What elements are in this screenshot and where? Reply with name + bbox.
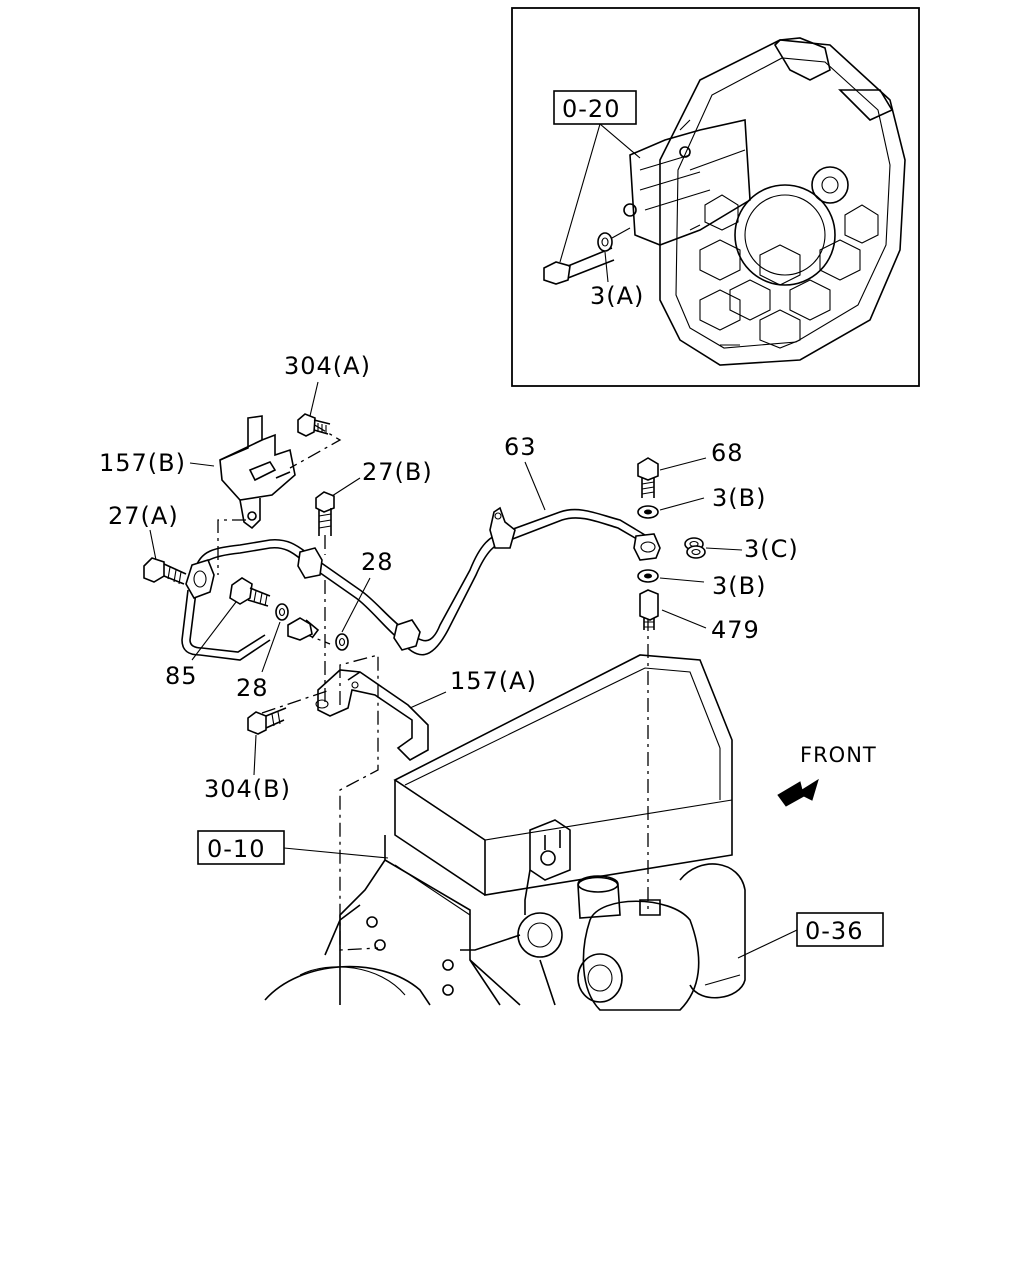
washer-3c — [684, 537, 706, 559]
union-fitting — [287, 617, 320, 641]
label-68: 68 — [711, 439, 744, 467]
bolt-3a-washer — [543, 227, 631, 285]
label-304a: 304(A) — [284, 352, 371, 380]
engine-block — [264, 835, 556, 1006]
washer-3b-bottom — [637, 569, 659, 583]
bolt-304a — [297, 413, 331, 437]
ref-0-10-callout: 0-10 — [197, 830, 389, 865]
label-28-upper: 28 — [361, 548, 394, 576]
label-157a: 157(A) — [450, 667, 537, 695]
washer-28-upper — [335, 633, 349, 651]
ref-0-10-box — [197, 830, 285, 865]
union-85 — [229, 577, 271, 607]
label-63: 63 — [504, 433, 537, 461]
inset-frame — [511, 7, 920, 387]
label-3b-bottom: 3(B) — [712, 572, 766, 600]
ref-0-36-box — [796, 912, 884, 947]
oil-pipe-63 — [181, 506, 661, 661]
bolt-304b — [247, 707, 287, 735]
flywheel-housing — [623, 37, 906, 366]
bolt-27a — [143, 557, 187, 585]
washer-3b-top — [637, 505, 659, 519]
label-157b: 157(B) — [99, 449, 186, 477]
front-label: FRONT — [800, 743, 877, 767]
ref-0-10-label: 0-10 — [207, 835, 265, 863]
label-3b-top: 3(B) — [712, 484, 766, 512]
bracket-157b — [219, 415, 296, 530]
leader-lines — [149, 381, 743, 776]
rocker-cover — [393, 654, 733, 896]
label-27b: 27(B) — [362, 458, 433, 486]
bracket-157a — [315, 669, 429, 761]
inset-detail: 0-20 3(A) — [511, 7, 920, 387]
ref-0-20-label: 0-20 — [562, 95, 620, 123]
ref-0-36-callout: 0-36 — [737, 912, 884, 959]
label-3c: 3(C) — [744, 535, 799, 563]
engine-assembly: 0-10 0-36 FRONT — [197, 654, 884, 1011]
bolt-68 — [637, 457, 659, 498]
washer-28-lower — [275, 603, 289, 621]
front-indicator: FRONT — [777, 743, 877, 807]
label-304b: 304(B) — [204, 775, 291, 803]
assembly-centerlines — [217, 423, 649, 951]
label-3a: 3(A) — [590, 282, 644, 310]
label-28-lower: 28 — [236, 674, 269, 702]
lifting-bracket — [524, 819, 571, 915]
front-arrow-icon — [777, 778, 819, 807]
label-85: 85 — [165, 662, 198, 690]
label-27a: 27(A) — [108, 502, 179, 530]
label-479: 479 — [711, 616, 760, 644]
part-labels: 304(A) 157(B) 27(B) 27(A) 63 68 3(B) 3(C… — [99, 352, 799, 803]
connector-479 — [639, 589, 659, 630]
ref-0-20-box — [553, 90, 637, 125]
turbocharger — [517, 863, 746, 1011]
bolt-27b — [315, 491, 335, 536]
housing-grille — [689, 194, 879, 349]
ref-0-20-callout: 0-20 — [553, 90, 641, 263]
ref-0-36-label: 0-36 — [805, 917, 863, 945]
